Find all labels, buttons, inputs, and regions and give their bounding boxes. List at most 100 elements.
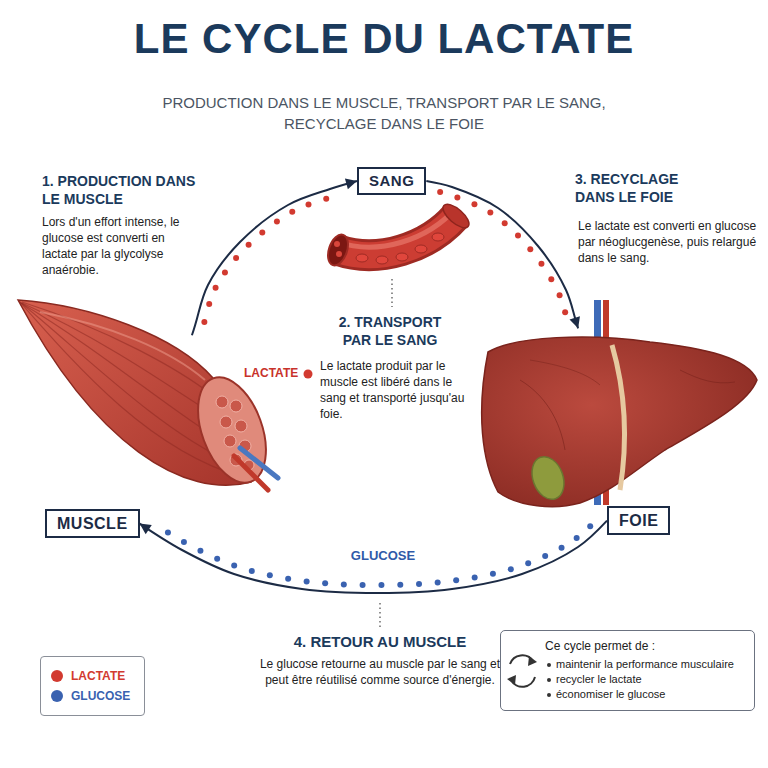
flow-dot [538, 261, 544, 267]
blood-vessel [356, 254, 368, 262]
step-text: Lors d'un effort intense, le glucose est… [42, 214, 194, 278]
bullet-dot [547, 678, 551, 682]
flow-arrow [140, 521, 607, 593]
flow-dot [213, 285, 219, 291]
muscle-illustration [21, 303, 220, 440]
flow-dot [285, 576, 291, 582]
muscle-illustration [185, 368, 279, 492]
organ-tag: SANG [357, 167, 426, 195]
flow-dot [259, 230, 265, 236]
summary-heading-row: Ce cycle permet de : [545, 639, 748, 654]
leader-line [380, 279, 392, 628]
blood-vessel [334, 241, 340, 247]
flow-dot [304, 579, 310, 585]
arrow-head [345, 179, 357, 190]
organ-name: SANG [369, 172, 414, 190]
step-heading: 3. RECYCLAGE DANS LE FOIE [575, 170, 703, 206]
legend-swatch [51, 690, 63, 702]
flow-dot [206, 301, 212, 307]
flow-dot [397, 582, 403, 588]
liver-illustration [680, 370, 735, 383]
legend-text: LACTATE [71, 669, 125, 683]
arrow-head [140, 524, 152, 535]
edge-label: GLUCOSE [348, 548, 418, 564]
flow-dot [437, 189, 443, 195]
cycle-icon [507, 655, 537, 686]
step-text: Le glucose retourne au muscle par le san… [255, 656, 505, 688]
blood-vessel [336, 251, 342, 257]
flow-connector-group [140, 521, 607, 593]
blood-vessel [415, 245, 427, 253]
flow-dot [289, 209, 295, 215]
summary-box: Ce cycle permet de :maintenir la perform… [500, 630, 755, 711]
muscle-illustration [235, 420, 247, 432]
leader-line [391, 279, 392, 307]
flow-dot [231, 563, 237, 569]
muscle-illustration [18, 300, 279, 492]
flow-arrow [111, 181, 357, 509]
liver-illustration [526, 452, 569, 504]
bullet-text: recycler le lactate [556, 673, 642, 685]
flow-dot [214, 556, 220, 562]
flow-dot [559, 545, 565, 551]
legend-row: LACTATE [51, 666, 130, 686]
blood-vessel [376, 256, 388, 264]
blood-vessel [432, 233, 444, 241]
flow-dot [378, 582, 384, 588]
flow-dot [201, 319, 207, 325]
muscle-illustration [224, 435, 236, 447]
liver-illustration [530, 360, 600, 385]
muscle-illustration [20, 302, 230, 462]
muscle-illustration [240, 448, 278, 478]
blood-vessel [324, 232, 351, 268]
step-heading: 1. PRODUCTION DANS LE MUSCLE [42, 172, 207, 208]
flow-dot [360, 582, 366, 588]
flow-dot [165, 529, 171, 535]
bullet-row: recycler le lactate [545, 672, 748, 687]
leader-line [379, 603, 380, 628]
legend-box: LACTATE GLUCOSE [40, 656, 145, 716]
blood-vessel [396, 253, 408, 261]
bullet-row: économiser le glucose [545, 687, 748, 702]
muscle-illustration [22, 303, 214, 415]
blood-vessel [324, 200, 472, 268]
flow-dot [574, 535, 580, 541]
flow-dot [181, 539, 187, 545]
blood-vessel [439, 200, 472, 232]
legend-text: GLUCOSE [71, 689, 130, 703]
step-heading: 4. RETOUR AU MUSCLE [200, 632, 560, 651]
flow-dot [435, 580, 441, 586]
cycle-icon [528, 656, 537, 666]
flow-dot [490, 571, 496, 577]
flow-dot [471, 201, 477, 207]
bullet-dot [547, 663, 551, 667]
step-text: Le lactate est converti en glucose par n… [578, 218, 758, 266]
flow-dot [542, 553, 548, 559]
flow-dot [587, 523, 593, 529]
flow-dot [306, 202, 312, 208]
liver-illustration [482, 337, 757, 507]
flow-dot [562, 309, 568, 315]
flow-dot [557, 292, 563, 298]
liver-illustration [612, 345, 624, 490]
flow-dot [487, 210, 493, 216]
cycle-icon [507, 675, 516, 685]
organ-tag: MUSCLE [45, 509, 140, 538]
muscle-illustration [234, 456, 268, 490]
summary-heading: Ce cycle permet de : [545, 639, 655, 653]
flow-dot [274, 218, 280, 224]
flow-dot [322, 580, 328, 586]
blood-vessel [338, 208, 456, 247]
legend-swatch [51, 670, 63, 682]
flow-dot [527, 246, 533, 252]
flow-dot [508, 566, 514, 572]
liver-illustration [520, 380, 565, 450]
flow-dot [472, 574, 478, 580]
flow-dot [416, 581, 422, 587]
organ-name: FOIE [619, 511, 658, 530]
flow-dot [267, 572, 273, 578]
flow-dot [454, 194, 460, 200]
muscle-illustration [220, 416, 232, 428]
legend-row: GLUCOSE [51, 686, 130, 706]
